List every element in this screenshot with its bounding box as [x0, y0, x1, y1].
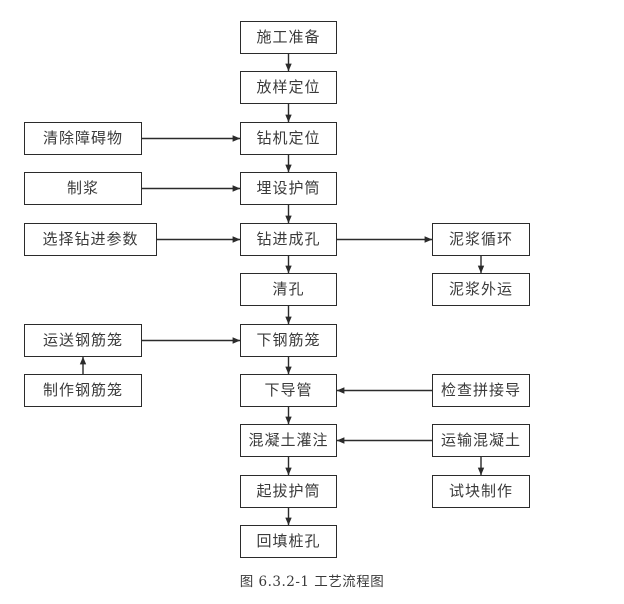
process-box-n4[interactable]: 埋设护筒 — [240, 172, 337, 205]
process-box-l1[interactable]: 清除障碍物 — [24, 122, 142, 155]
process-box-r4[interactable]: 运输混凝土 — [432, 424, 530, 457]
process-box-n11[interactable]: 回填桩孔 — [240, 525, 337, 558]
process-box-l2[interactable]: 制浆 — [24, 172, 142, 205]
process-box-n2[interactable]: 放样定位 — [240, 71, 337, 104]
process-box-l3[interactable]: 选择钻进参数 — [24, 223, 157, 256]
process-box-l5[interactable]: 制作钢筋笼 — [24, 374, 142, 407]
process-box-n7[interactable]: 下钢筋笼 — [240, 324, 337, 357]
process-box-n6[interactable]: 清孔 — [240, 273, 337, 306]
process-box-n9[interactable]: 混凝土灌注 — [240, 424, 337, 457]
process-box-n1[interactable]: 施工准备 — [240, 21, 337, 54]
process-box-r1[interactable]: 泥浆循环 — [432, 223, 530, 256]
process-box-n3[interactable]: 钻机定位 — [240, 122, 337, 155]
process-box-r5[interactable]: 试块制作 — [432, 475, 530, 508]
process-box-n8[interactable]: 下导管 — [240, 374, 337, 407]
process-box-n10[interactable]: 起拔护筒 — [240, 475, 337, 508]
process-box-r3[interactable]: 检查拼接导 — [432, 374, 530, 407]
figure-caption: 图 6.3.2-1 工艺流程图 — [239, 574, 385, 590]
process-box-r2[interactable]: 泥浆外运 — [432, 273, 530, 306]
process-box-n5[interactable]: 钻进成孔 — [240, 223, 337, 256]
process-box-l4[interactable]: 运送钢筋笼 — [24, 324, 142, 357]
